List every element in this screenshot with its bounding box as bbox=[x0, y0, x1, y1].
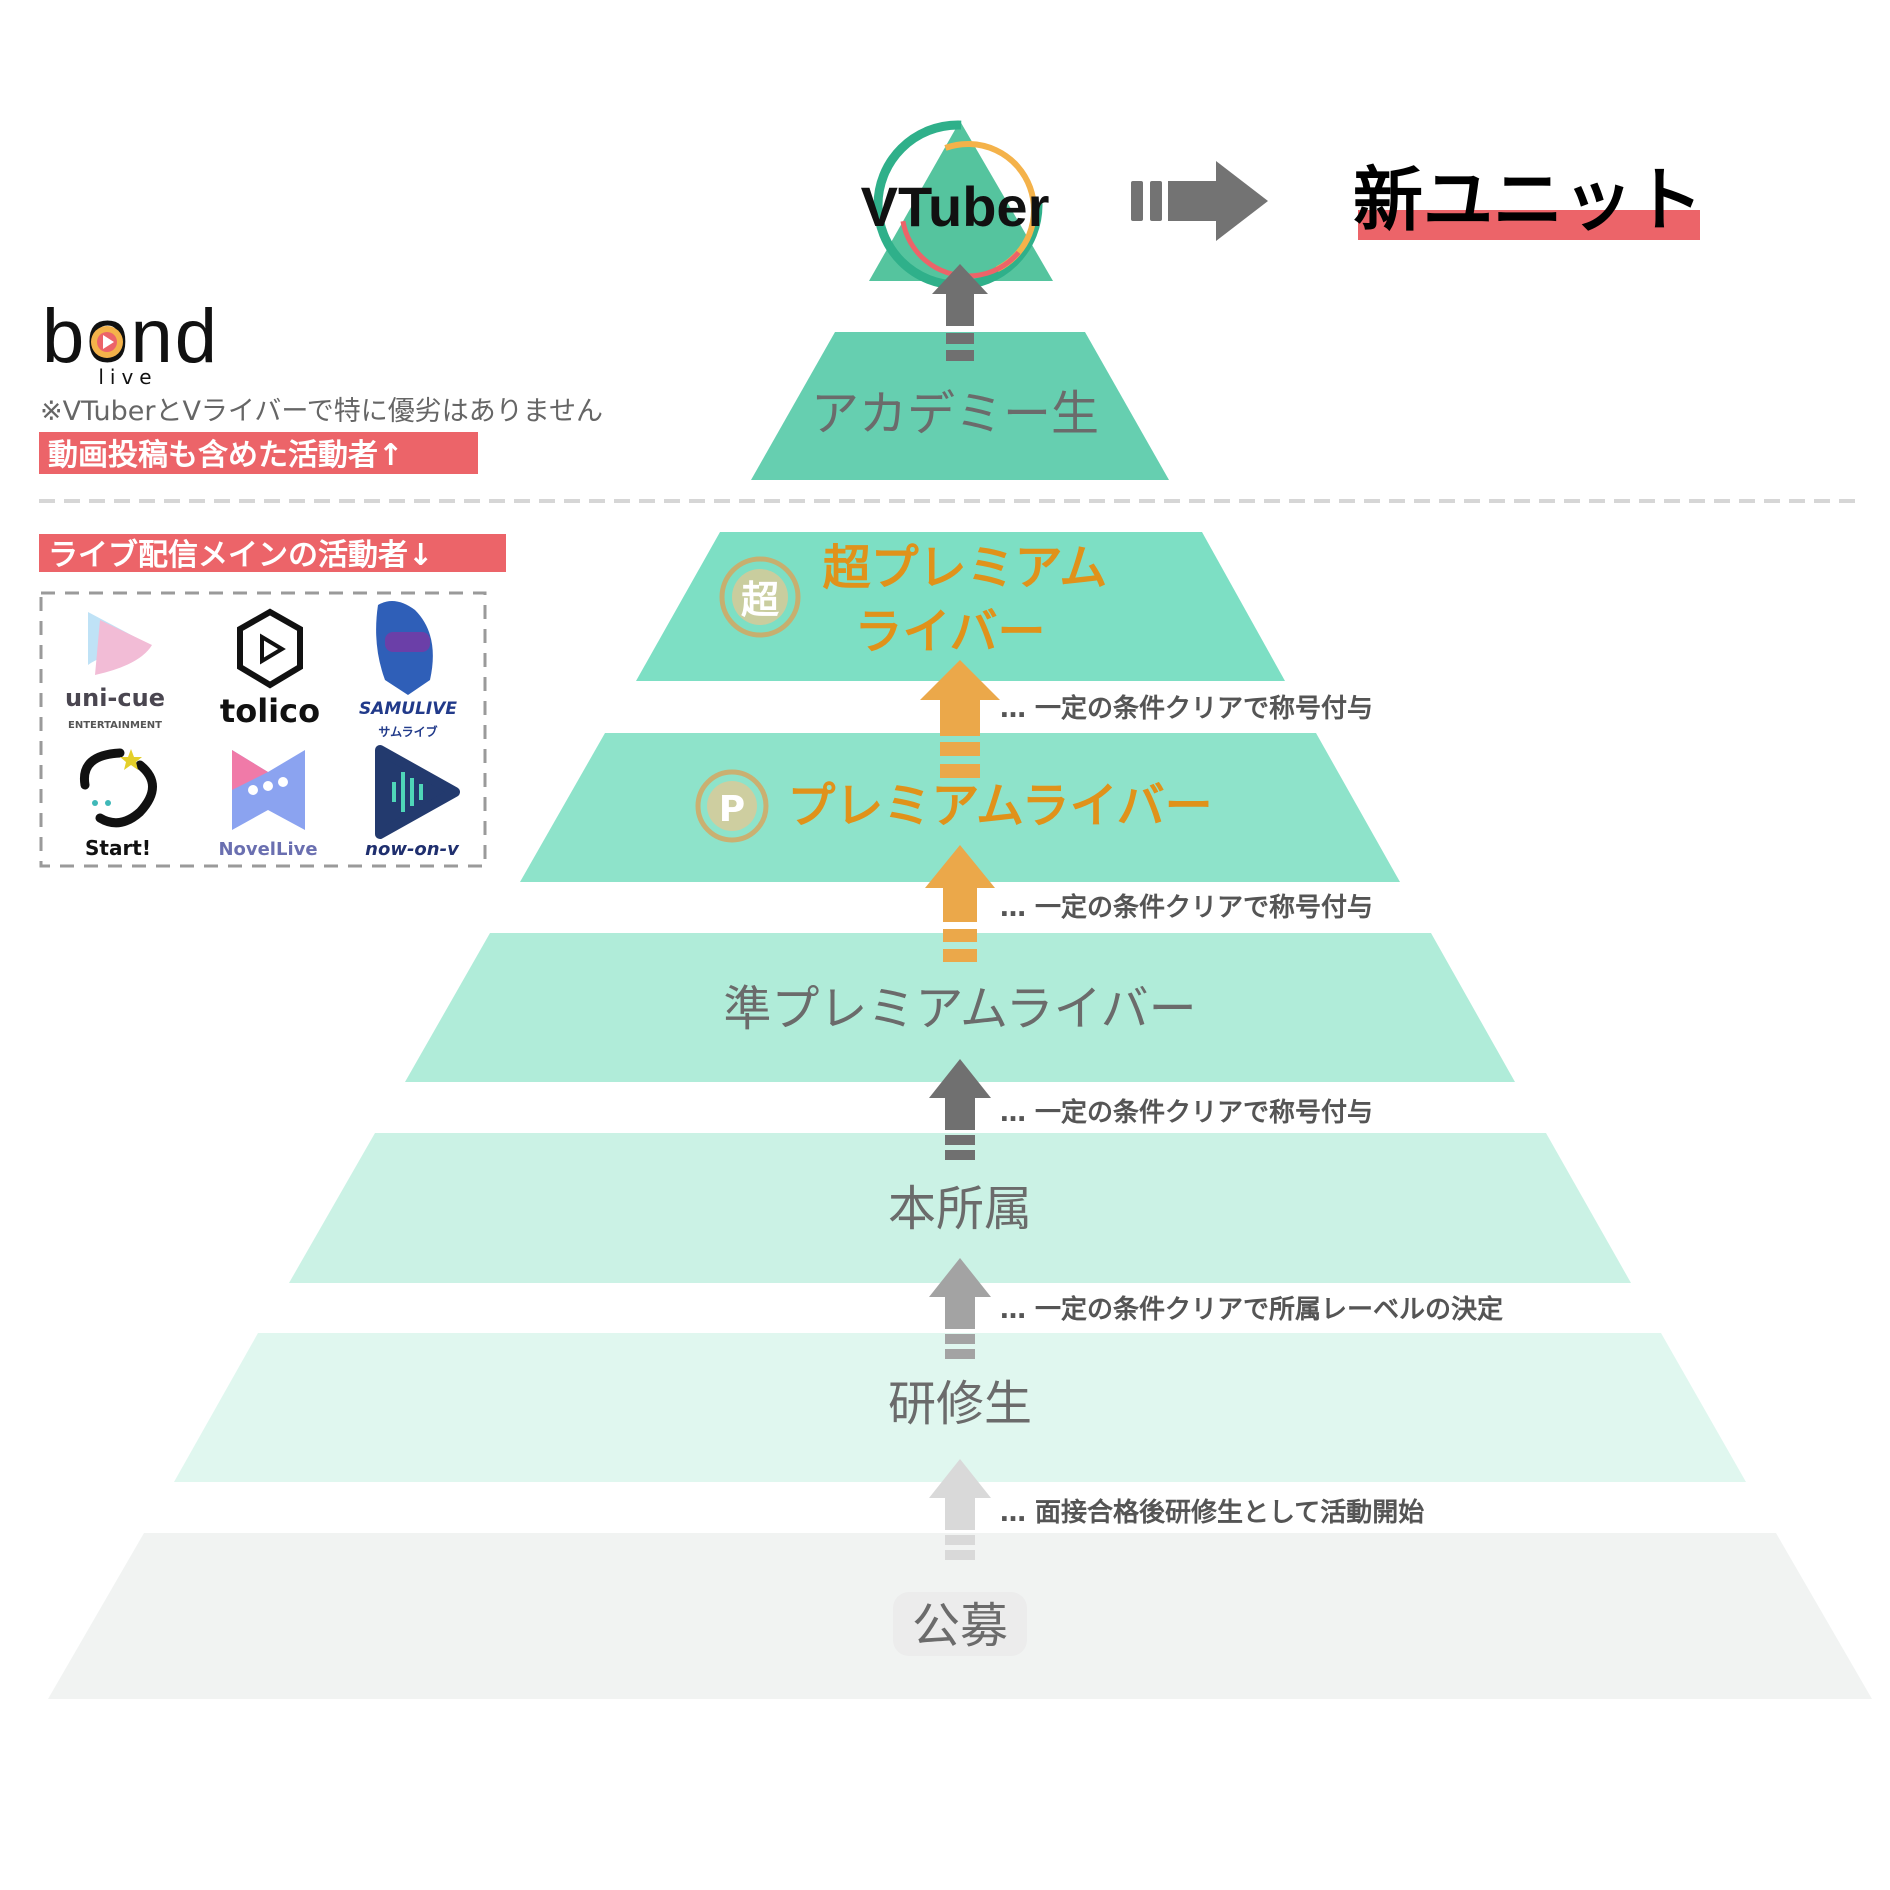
logo-uni-cue: uni-cue ENTERTAINMENT bbox=[65, 612, 165, 731]
tier-super-premium bbox=[636, 532, 1285, 681]
up-arrow-icon bbox=[925, 845, 995, 962]
svg-text:now-on-v: now-on-v bbox=[365, 839, 460, 860]
logo-start-label: Start! bbox=[85, 836, 151, 860]
svg-text:uni-cue: uni-cue bbox=[65, 684, 165, 712]
step-note-trainee: … 面接合格後研修生として活動開始 bbox=[1000, 1497, 1424, 1528]
peak-triangle bbox=[869, 121, 1053, 281]
up-arrow-icon bbox=[932, 264, 988, 361]
super-emblem-icon: 超 bbox=[719, 556, 801, 638]
up-arrow-icon bbox=[929, 1258, 991, 1359]
svg-text:サムライブ: サムライブ bbox=[378, 724, 437, 739]
tier-super-premium-label-line2: ライバー bbox=[854, 604, 1045, 660]
tier-official-member bbox=[289, 1133, 1631, 1283]
tier-trainee-label: 研修生 bbox=[888, 1376, 1032, 1432]
tier-semi-premium bbox=[405, 933, 1515, 1082]
svg-text:SAMULIVE: SAMULIVE bbox=[359, 699, 457, 719]
badge-lower-label: ライブ配信メインの活動者↓ bbox=[48, 538, 433, 573]
svg-text:ENTERTAINMENT: ENTERTAINMENT bbox=[68, 720, 162, 731]
tier-academy bbox=[751, 332, 1169, 480]
svg-text:bond: bond bbox=[42, 294, 219, 379]
new-unit-highlight bbox=[1358, 210, 1700, 240]
svg-text:live: live bbox=[98, 365, 157, 389]
new-unit-title: 新ユニット bbox=[1353, 159, 1703, 241]
bond-live-logo: bond live bbox=[42, 294, 219, 389]
tier-academy-label: アカデミー生 bbox=[811, 386, 1099, 442]
svg-text:超: 超 bbox=[741, 578, 780, 622]
note-text: ※VTuberとVライバーで特に優劣はありません bbox=[40, 396, 603, 427]
step-note-semi-premium: … 一定の条件クリアで称号付与 bbox=[1000, 1097, 1373, 1128]
vtuber-label: VTuber bbox=[861, 175, 1050, 238]
right-arrow-icon bbox=[1131, 161, 1268, 241]
logo-tolico: tolico bbox=[220, 608, 320, 730]
badge-upper-label: 動画投稿も含めた活動者↑ bbox=[48, 438, 403, 473]
step-note-official: … 一定の条件クリアで所属レーベルの決定 bbox=[1000, 1294, 1503, 1325]
logo-samulive: SAMULIVE サムライブ bbox=[359, 601, 457, 739]
up-arrow-icon bbox=[929, 1059, 991, 1160]
tier-semi-premium-label: 準プレミアムライバー bbox=[723, 981, 1196, 1037]
tier-premium-label: プレミアムライバー bbox=[787, 778, 1212, 834]
svg-text:tolico: tolico bbox=[220, 692, 320, 730]
logo-start: Start! bbox=[79, 748, 157, 860]
tier-premium bbox=[520, 733, 1400, 882]
open-recruitment-pill bbox=[893, 1592, 1027, 1656]
premium-emblem-icon: P bbox=[695, 769, 769, 843]
up-arrow-icon bbox=[929, 1459, 991, 1560]
new-unit-label: 新ユニット bbox=[1353, 159, 1703, 241]
tier-trainee bbox=[174, 1333, 1746, 1482]
partner-logos-box bbox=[39, 591, 487, 868]
tier-open-recruitment-label: 公募 bbox=[912, 1598, 1008, 1654]
tier-super-premium-label-line1: 超プレミアム bbox=[823, 540, 1108, 596]
peak-ring-orange bbox=[898, 141, 1037, 279]
logo-now-on-v: now-on-v bbox=[365, 745, 460, 860]
svg-text:NovelLive: NovelLive bbox=[218, 839, 317, 860]
badge-upper bbox=[39, 432, 478, 474]
logo-novellive: NovelLive bbox=[218, 750, 318, 860]
up-arrow-icon bbox=[920, 660, 1000, 778]
svg-text:P: P bbox=[719, 789, 745, 830]
step-note-super-premium: … 一定の条件クリアで称号付与 bbox=[1000, 693, 1373, 724]
tier-official-member-label: 本所属 bbox=[888, 1181, 1032, 1237]
badge-lower bbox=[39, 534, 506, 572]
step-note-premium: … 一定の条件クリアで称号付与 bbox=[1000, 892, 1373, 923]
